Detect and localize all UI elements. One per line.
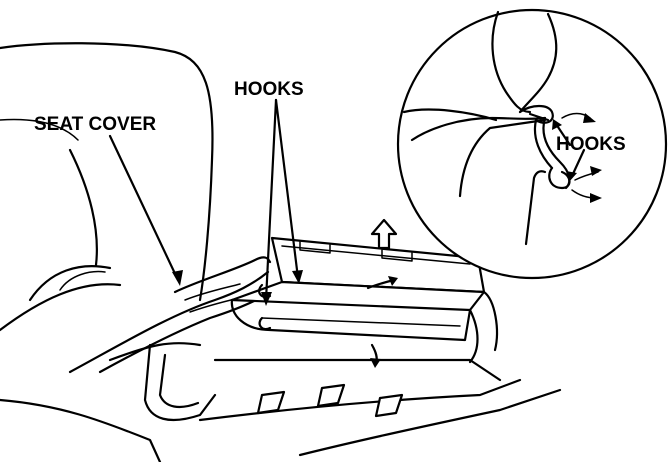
seat-back [0, 42, 214, 302]
seat-cover-label: SEAT COVER [34, 114, 156, 135]
lift-up-arrow-icon [370, 218, 398, 250]
hooks-label: HOOKS [234, 79, 304, 100]
hooks-detail-label: HOOKS [556, 134, 626, 155]
seat-cushion [0, 265, 562, 462]
seat-cover [68, 256, 272, 374]
motion-arrows [366, 276, 398, 368]
detail-inset [396, 8, 668, 280]
hook-panel [230, 236, 498, 364]
leader-lines [108, 98, 303, 306]
